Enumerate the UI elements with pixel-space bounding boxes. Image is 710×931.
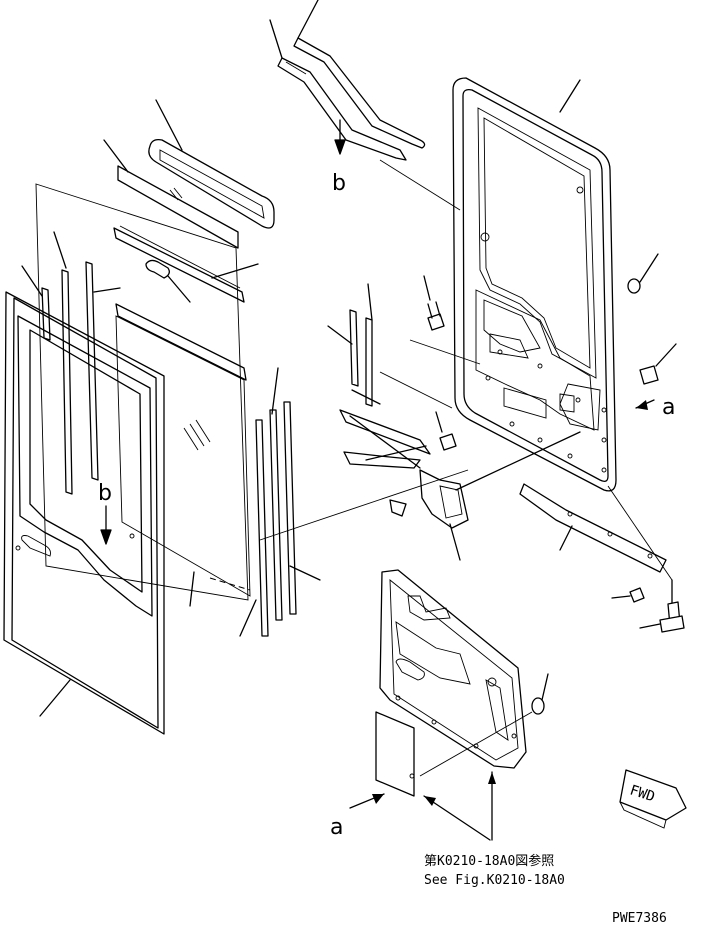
upper-glass-panel bbox=[103, 99, 275, 249]
callout-arrow-a-right: a bbox=[635, 395, 675, 420]
sliding-glass bbox=[115, 303, 251, 597]
callout-label-a-left: a bbox=[330, 815, 343, 840]
left-vertical-seals bbox=[41, 261, 99, 495]
center-channel-strips bbox=[327, 283, 481, 409]
door-glass-panel bbox=[21, 183, 469, 601]
callout-label-b-left: b bbox=[98, 481, 112, 506]
bolt-upper bbox=[423, 275, 445, 331]
lower-trim-strip bbox=[519, 483, 673, 613]
door-trim-panel bbox=[379, 569, 549, 777]
forward-direction-badge: FWD bbox=[619, 769, 687, 829]
door-outer-panel bbox=[3, 291, 165, 735]
reference-text-japanese: 第K0210-18A0図参照 bbox=[424, 853, 554, 869]
reference-leader-lines bbox=[423, 771, 496, 841]
callout-label-b-top: b bbox=[332, 171, 346, 196]
bolt-middle bbox=[435, 411, 457, 451]
upper-seal-strips bbox=[269, 0, 461, 211]
window-regulator bbox=[339, 389, 581, 561]
screw-bottom bbox=[639, 601, 685, 633]
glass-guide-channel bbox=[113, 225, 259, 303]
reference-text-english: See Fig.K0210-18A0 bbox=[424, 873, 565, 888]
fwd-label: FWD bbox=[628, 782, 657, 805]
door-inner-frame bbox=[452, 77, 617, 492]
callout-label-a-right: a bbox=[662, 395, 675, 420]
washer-right bbox=[627, 253, 659, 294]
bolt-right bbox=[639, 343, 677, 385]
screw-lower bbox=[611, 587, 645, 603]
protective-sheet bbox=[375, 711, 415, 797]
drawing-code: PWE7386 bbox=[612, 911, 667, 926]
callout-arrow-a-left: a bbox=[330, 793, 385, 840]
right-vertical-seals bbox=[189, 367, 321, 637]
